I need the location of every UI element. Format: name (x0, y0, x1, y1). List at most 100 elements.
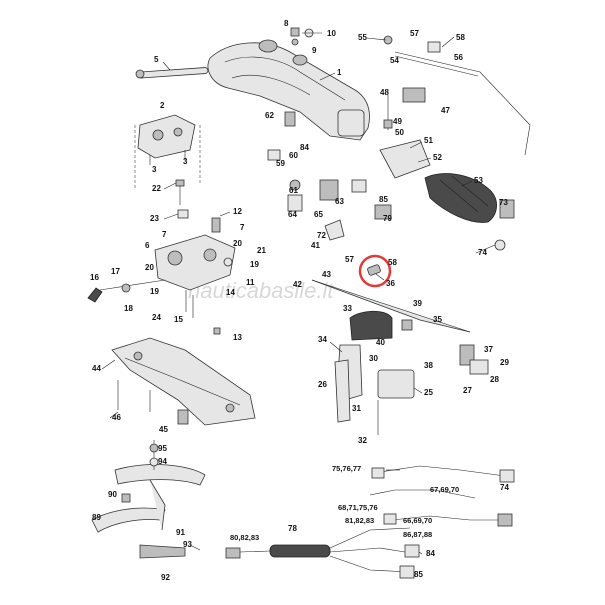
callout-38: 38 (424, 361, 433, 370)
callout-17: 17 (111, 267, 120, 276)
callout-73: 73 (499, 198, 508, 207)
screws-part-22-23 (175, 179, 189, 219)
callout-20a: 20 (145, 263, 154, 272)
callout-labels: 1 2 3 3 5 6 7 7 8 9 10 11 12 13 14 15 16… (90, 19, 509, 582)
rod-part-16-17-18 (87, 279, 166, 303)
callout-47: 47 (441, 106, 450, 115)
callout-43: 43 (322, 270, 331, 279)
callout-44: 44 (92, 364, 101, 373)
callout-93: 93 (183, 540, 192, 549)
bracket-part-2 (137, 114, 196, 165)
bottom-plate-part-44 (111, 337, 256, 426)
callout-31: 31 (352, 404, 361, 413)
callout-42: 42 (293, 280, 302, 289)
callout-12: 12 (233, 207, 242, 216)
callout-94: 94 (158, 457, 167, 466)
callout-6: 6 (145, 241, 150, 250)
callout-9: 9 (312, 46, 317, 55)
callout-84a: 84 (300, 143, 309, 152)
callout-92: 92 (161, 573, 170, 582)
callout-1: 1 (337, 68, 342, 77)
callout-58a: 58 (456, 33, 465, 42)
callout-8: 8 (284, 19, 289, 28)
callout-56: 56 (454, 53, 463, 62)
callout-63: 63 (335, 197, 344, 206)
callout-group-86-87-88: 86,87,88 (403, 530, 432, 539)
callout-7a: 7 (162, 230, 167, 239)
callout-85a: 85 (379, 195, 388, 204)
tiller-arm (207, 39, 370, 141)
wiring-harness (225, 527, 420, 579)
callout-group-75-76-77: 75,76,77 (332, 464, 361, 473)
callout-91: 91 (176, 528, 185, 537)
callout-group-68-71-75-76: 68,71,75,76 (338, 503, 378, 512)
callout-49: 49 (393, 117, 402, 126)
callout-37: 37 (484, 345, 493, 354)
callout-group-66-69-70: 66,69,70 (403, 516, 432, 525)
callout-55: 55 (358, 33, 367, 42)
callout-11: 11 (246, 278, 255, 287)
cable-harness-65-77 (369, 465, 515, 527)
callout-85b: 85 (414, 570, 423, 579)
watermark-text: nauticabasile.it (188, 278, 334, 303)
pin-part-5 (135, 67, 209, 79)
callout-78: 78 (288, 524, 297, 533)
callout-29: 29 (500, 358, 509, 367)
callout-19a: 19 (150, 287, 159, 296)
lever-part-89-95 (91, 440, 206, 559)
callout-46: 46 (112, 413, 121, 422)
callout-64: 64 (288, 210, 297, 219)
highlight-circle (358, 254, 392, 288)
callout-52: 52 (433, 153, 442, 162)
callout-22: 22 (152, 184, 161, 193)
callout-25: 25 (424, 388, 433, 397)
callout-59: 59 (276, 159, 285, 168)
callout-89: 89 (92, 513, 101, 522)
callout-32: 32 (358, 436, 367, 445)
callout-95: 95 (158, 444, 167, 453)
callout-40: 40 (376, 338, 385, 347)
callout-62: 62 (265, 111, 274, 120)
lever-part-26 (334, 359, 379, 435)
callout-group-81-82-83: 81,82,83 (345, 516, 374, 525)
callout-45: 45 (159, 425, 168, 434)
callout-24: 24 (152, 313, 161, 322)
callout-3a: 3 (152, 165, 157, 174)
callout-39: 39 (413, 299, 422, 308)
callout-58b: 58 (388, 258, 397, 267)
throttle-handle-part-51-53 (379, 139, 515, 223)
callout-7b: 7 (240, 223, 245, 232)
bolt-part-8-9-10 (290, 27, 314, 46)
callout-21: 21 (257, 246, 266, 255)
callout-group-67-69-70: 67,69,70 (430, 485, 459, 494)
callout-2: 2 (160, 101, 165, 110)
callout-60: 60 (289, 151, 298, 160)
callout-18: 18 (124, 304, 133, 313)
callout-3b: 3 (183, 157, 188, 166)
callout-84b: 84 (426, 549, 435, 558)
bolts-part-13-15-24 (185, 290, 221, 335)
callout-15: 15 (174, 315, 183, 324)
callout-53: 53 (474, 176, 483, 185)
callout-35: 35 (433, 315, 442, 324)
callout-27: 27 (463, 386, 472, 395)
callout-group-80-82-83: 80,82,83 (230, 533, 259, 542)
callout-74a: 74 (478, 248, 487, 257)
callout-51: 51 (424, 136, 433, 145)
callout-54: 54 (390, 56, 399, 65)
callout-41: 41 (311, 241, 320, 250)
callout-5: 5 (154, 55, 159, 64)
callout-20b: 20 (233, 239, 242, 248)
callout-28: 28 (490, 375, 499, 384)
callout-90: 90 (108, 490, 117, 499)
callout-36: 36 (386, 279, 395, 288)
callout-26: 26 (318, 380, 327, 389)
callout-19b: 19 (250, 260, 259, 269)
callout-30: 30 (369, 354, 378, 363)
callout-74b: 74 (500, 483, 509, 492)
callout-65: 65 (314, 210, 323, 219)
cable-part-54-56 (383, 35, 531, 251)
callout-50: 50 (395, 128, 404, 137)
callout-79: 79 (383, 214, 392, 223)
